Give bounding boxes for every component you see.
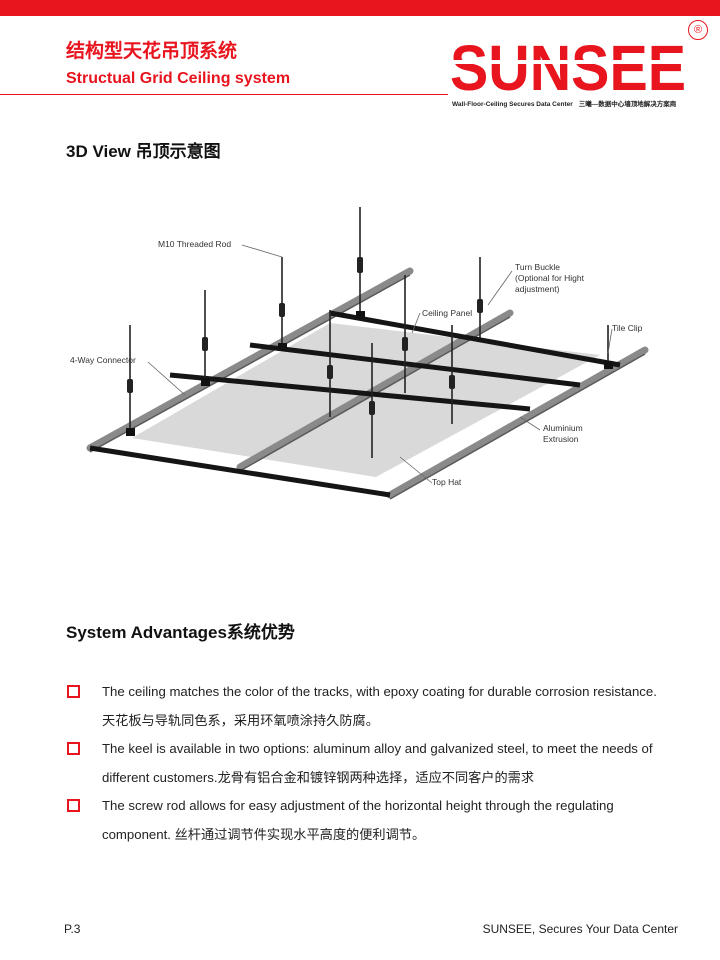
label-tile-clip: Tile Clip	[612, 323, 643, 333]
list-item: The screw rod allows for easy adjustment…	[66, 792, 666, 849]
label-extrusion-2: Extrusion	[543, 434, 579, 444]
four-way-connector	[126, 428, 135, 436]
logo-tagline-en: Wall-Floor-Ceiling Secures Data Center	[452, 101, 573, 108]
label-four-way-connector: 4-Way Connector	[70, 355, 136, 365]
ceiling-3d-diagram: M10 Threaded Rod Turn Buckle (Optional f…	[70, 207, 649, 500]
advantage-text: The screw rod allows for easy adjustment…	[102, 798, 614, 842]
top-red-bar	[0, 0, 720, 16]
page-title-en: Structual Grid Ceiling system	[66, 70, 291, 87]
sunsee-logo: SUNSEE	[448, 40, 688, 96]
ceiling-panel-area	[132, 323, 600, 477]
advantage-text: The keel is available in two options: al…	[102, 741, 653, 785]
logo-tagline-cn: 三曦—数据中心墙顶地解决方案商	[578, 101, 677, 108]
main-track-3	[386, 346, 649, 499]
cross-tee-2	[169, 372, 531, 412]
label-turn-buckle-1: Turn Buckle	[515, 262, 560, 272]
square-bullet-icon	[67, 799, 80, 812]
page-title-cn: 结构型天花吊顶系统	[66, 40, 238, 62]
label-ceiling-panel: Ceiling Panel	[422, 308, 472, 318]
header-divider	[0, 94, 448, 95]
list-item: The keel is available in two options: al…	[66, 735, 666, 792]
cross-tee-3	[249, 342, 581, 388]
label-turn-buckle-2: (Optional for Hight	[515, 273, 585, 283]
label-threaded-rod: M10 Threaded Rod	[158, 239, 231, 249]
advantage-text: The ceiling matches the color of the tra…	[102, 684, 657, 728]
logo-tagline: Wall-Floor-Ceiling Secures Data Center 三曦…	[452, 98, 688, 108]
square-bullet-icon	[67, 685, 80, 698]
label-top-hat: Top Hat	[432, 477, 462, 487]
view-heading: 3D View 吊顶示意图	[66, 142, 221, 161]
turn-buckle	[357, 257, 363, 273]
tile-clip	[604, 361, 613, 369]
label-extrusion-1: Aluminium	[543, 423, 583, 433]
footer-slogan: SUNSEE, Secures Your Data Center	[482, 922, 678, 936]
registered-mark: ®	[688, 20, 708, 40]
cross-tee-1	[89, 445, 391, 498]
advantages-list: The ceiling matches the color of the tra…	[66, 678, 666, 849]
label-turn-buckle-3: adjustment)	[515, 284, 560, 294]
page-number: P.3	[64, 922, 81, 936]
square-bullet-icon	[67, 742, 80, 755]
logo-wordmark: SUNSEE	[450, 40, 686, 96]
advantages-heading: System Advantages系统优势	[66, 623, 295, 642]
list-item: The ceiling matches the color of the tra…	[66, 678, 666, 735]
main-track-1	[86, 267, 414, 452]
cross-tee-4	[329, 310, 621, 368]
